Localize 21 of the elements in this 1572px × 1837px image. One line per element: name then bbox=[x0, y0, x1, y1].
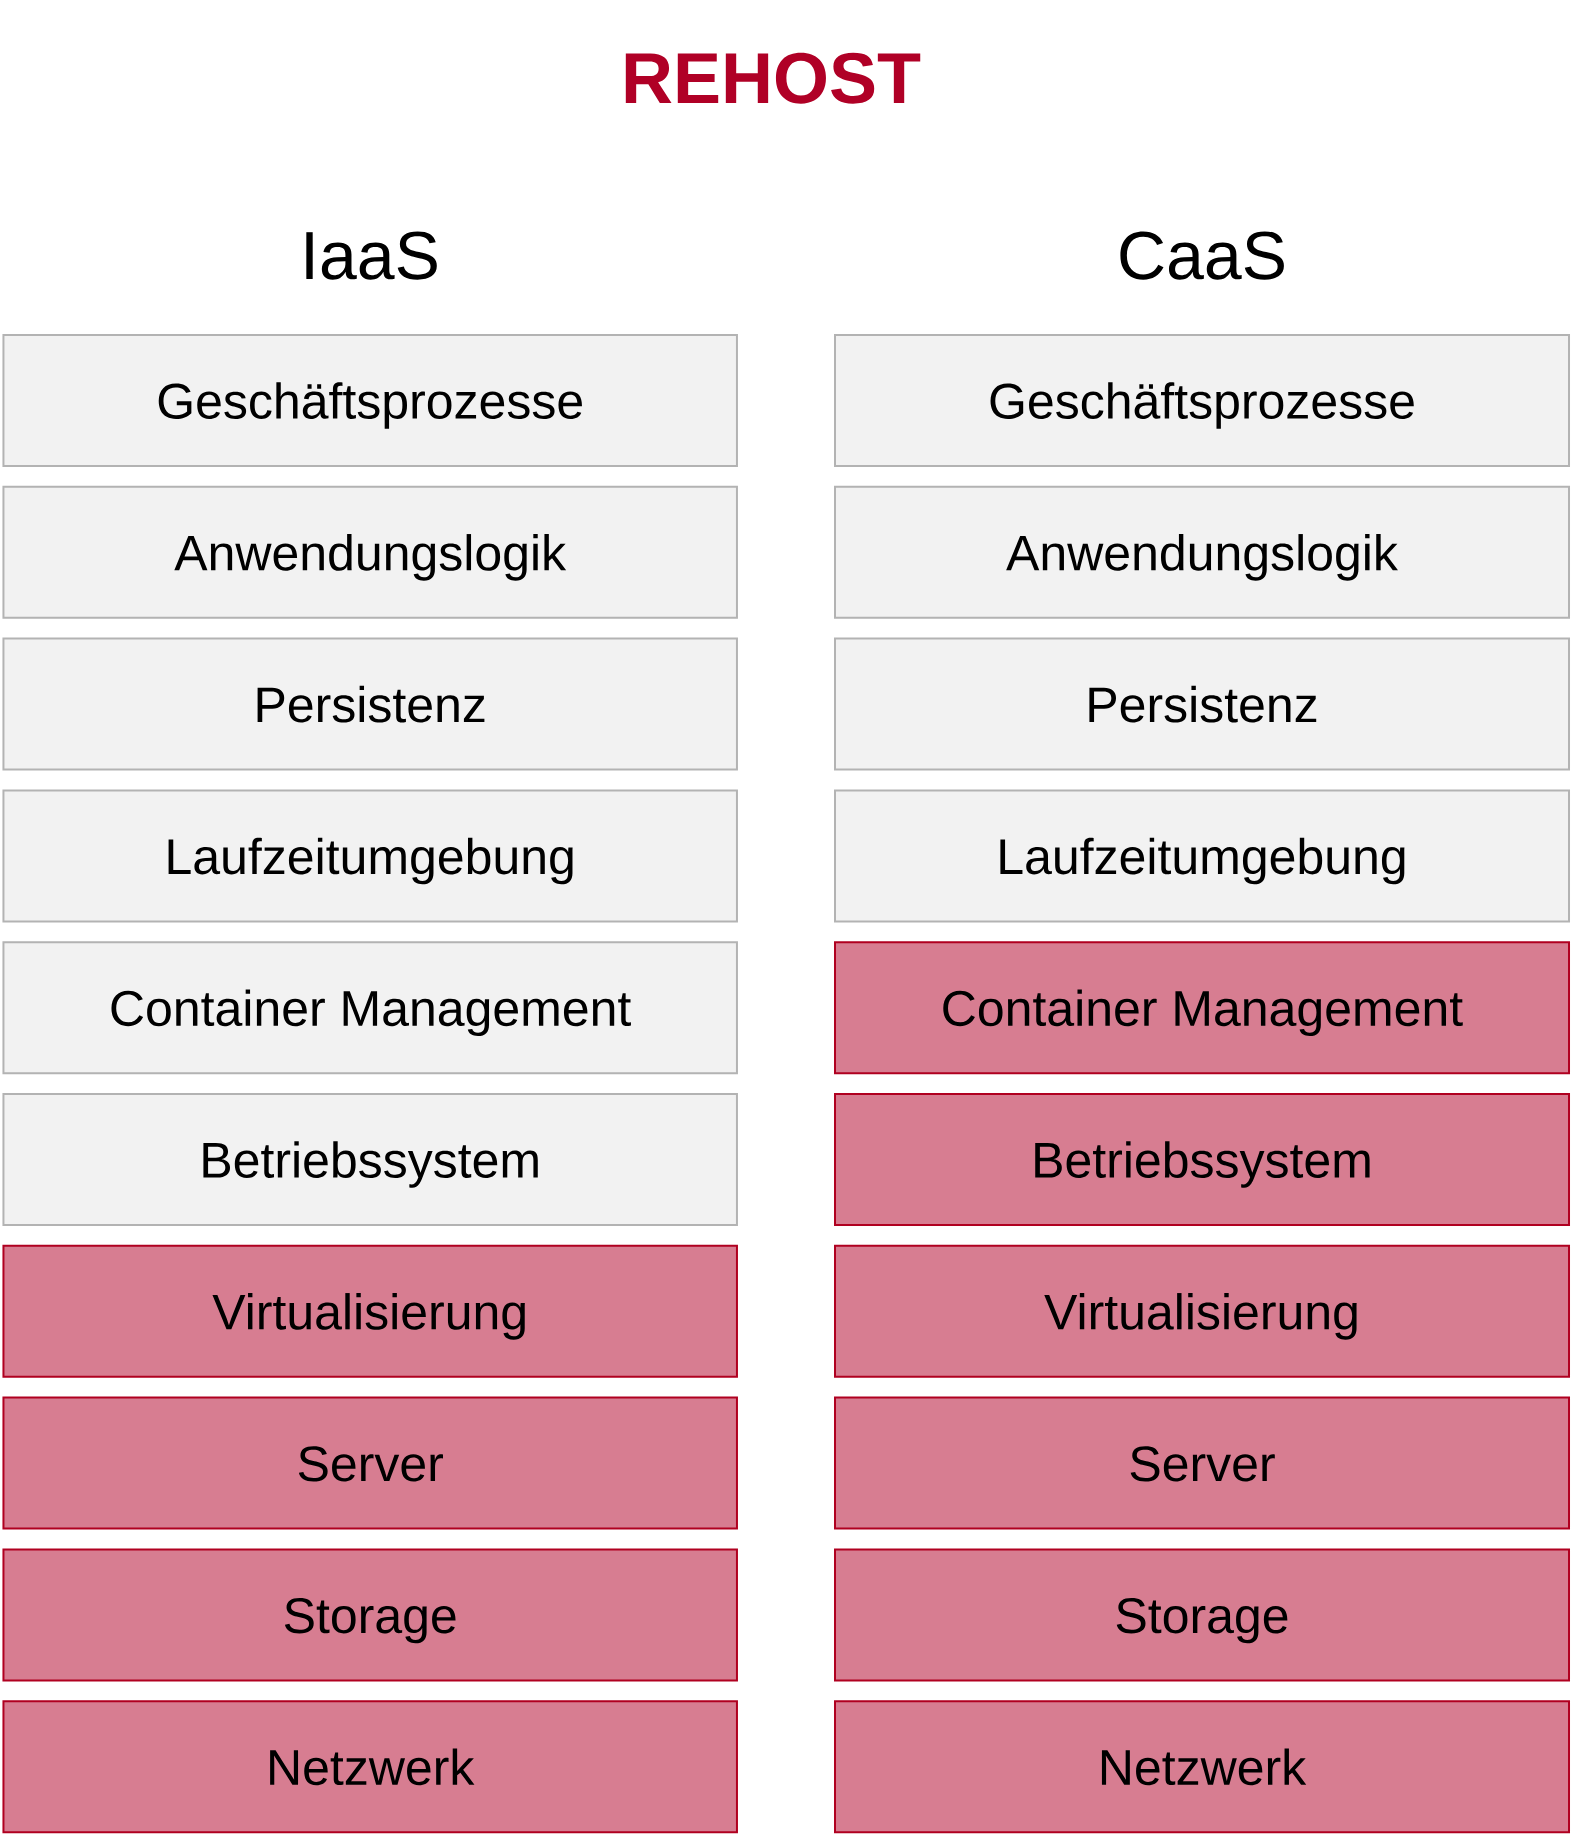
layer-box: Container Management bbox=[2, 941, 738, 1075]
layer-box: Storage bbox=[2, 1548, 738, 1682]
layer-box: Laufzeitumgebung bbox=[834, 789, 1570, 923]
layer-box: Anwendungslogik bbox=[2, 485, 738, 619]
layer-box: Betriebssystem bbox=[2, 1093, 738, 1226]
layer-box: Betriebssystem bbox=[834, 1093, 1570, 1226]
layer-box: Netzwerk bbox=[834, 1700, 1570, 1834]
layer-box: Virtualisierung bbox=[2, 1244, 738, 1378]
layer-box: Geschäftsprozesse bbox=[834, 334, 1570, 467]
layer-box: Anwendungslogik bbox=[834, 485, 1570, 619]
layer-box: Persistenz bbox=[2, 637, 738, 771]
layer-box: Server bbox=[834, 1396, 1570, 1530]
layer-box: Storage bbox=[834, 1548, 1570, 1682]
title: REHOST bbox=[625, 52, 921, 104]
layer-box: Laufzeitumgebung bbox=[2, 789, 738, 923]
layer-box: Persistenz bbox=[834, 637, 1570, 771]
layer-box: Virtualisierung bbox=[834, 1244, 1570, 1378]
layer-box: Geschäftsprozesse bbox=[2, 334, 738, 467]
layer-box: Netzwerk bbox=[2, 1700, 738, 1834]
layer-box: Container Management bbox=[834, 941, 1570, 1075]
layer-box: Server bbox=[2, 1396, 738, 1530]
